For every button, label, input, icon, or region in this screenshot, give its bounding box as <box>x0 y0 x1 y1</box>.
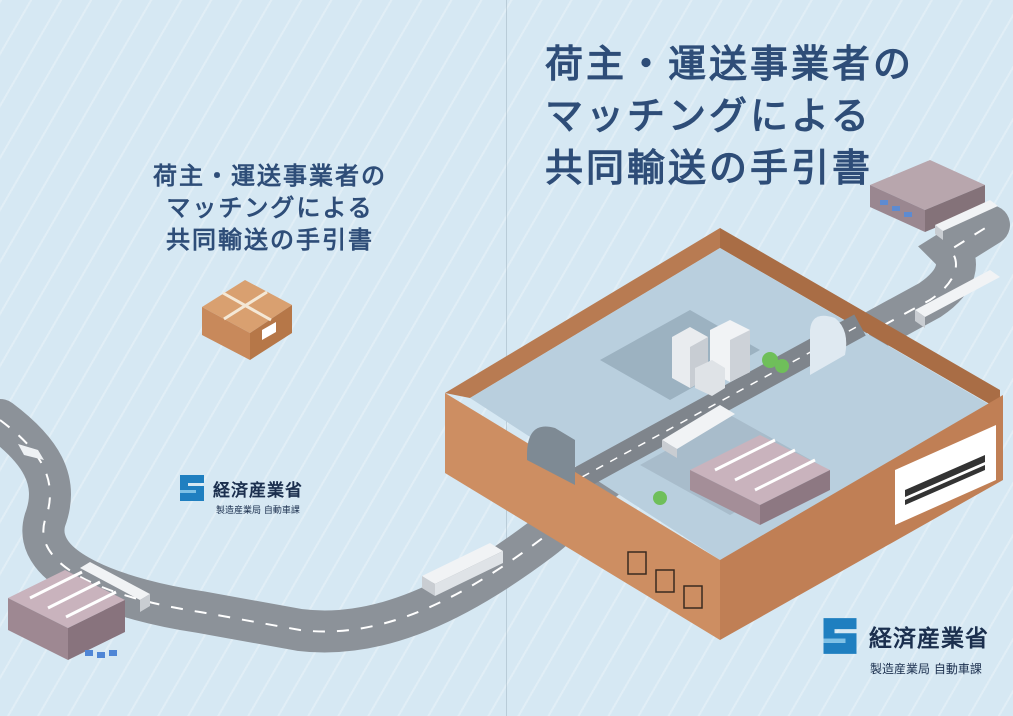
ministry-logo-right: 経済産業省 <box>818 615 989 657</box>
ministry-logo-icon <box>180 475 204 501</box>
back-cover-title: 荷主・運送事業者の マッチングによる 共同輸送の手引書 <box>120 160 420 256</box>
this-side-up-icon <box>655 569 675 593</box>
package-icon <box>202 280 292 360</box>
truck-icon-right <box>915 270 1000 328</box>
bureau-name-right: 製造産業局 自動車課 <box>870 662 982 676</box>
office-building-icon <box>672 320 750 396</box>
cover-title-line-1: 荷主・運送事業者の <box>545 42 915 86</box>
fragile-icon <box>683 585 703 609</box>
tunnel-right <box>810 315 847 375</box>
back-title-line-2: マッチングによる <box>166 194 374 222</box>
truck-icon-topright <box>935 200 998 240</box>
cardboard-box <box>445 228 1003 640</box>
barcode-icon <box>895 425 996 525</box>
back-title-line-1: 荷主・運送事業者の <box>153 162 387 190</box>
truck-icon-bottomleft <box>80 562 150 612</box>
road-right-lane <box>819 224 991 361</box>
truck-icon-center <box>422 543 503 596</box>
ministry-name-left: 経済産業省 <box>213 480 303 501</box>
cover-title-line-3: 共同輸送の手引書 <box>545 146 874 190</box>
cover-title: 荷主・運送事業者の マッチングによる 共同輸送の手引書 <box>545 38 985 194</box>
umbrella-icon <box>627 551 647 575</box>
tunnel-left <box>527 426 575 485</box>
truck-icon-inner <box>662 405 735 458</box>
ministry-logo-left: 経済産業省 <box>176 473 303 503</box>
car-icon <box>18 444 44 460</box>
ministry-name-right: 経済産業省 <box>869 626 989 652</box>
warehouse-icon-inner <box>690 435 830 525</box>
back-title-line-3: 共同輸送の手引書 <box>166 226 374 254</box>
bureau-name-left: 製造産業局 自動車課 <box>216 506 300 516</box>
ministry-logo-icon <box>823 618 857 654</box>
warehouse-icon-bottomleft <box>8 570 125 660</box>
warehouse-icon-topright <box>870 160 985 232</box>
cover-title-line-2: マッチングによる <box>545 94 872 138</box>
